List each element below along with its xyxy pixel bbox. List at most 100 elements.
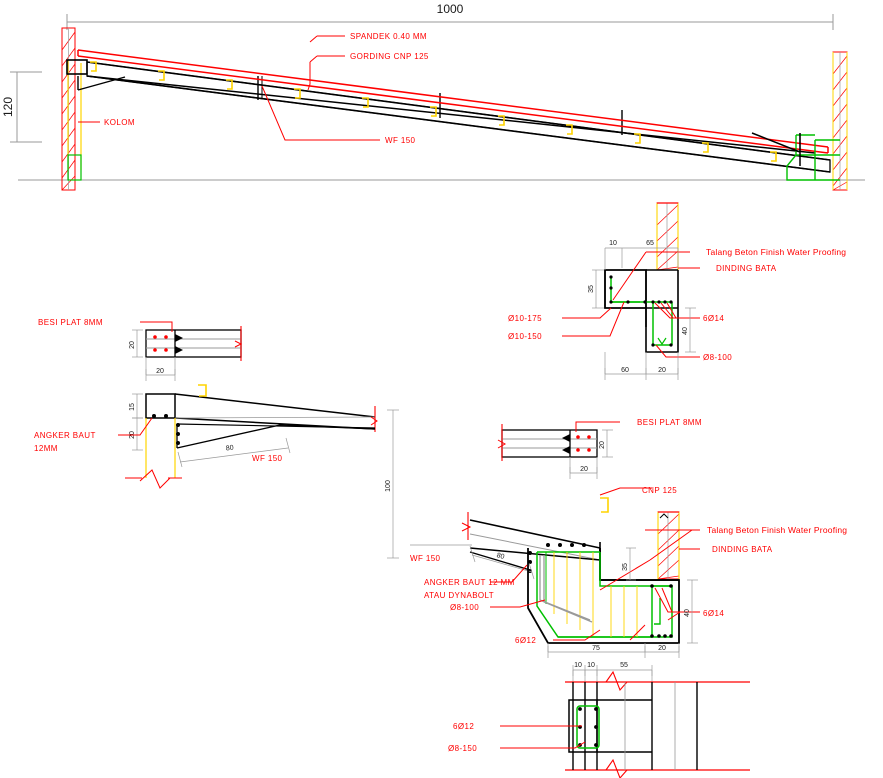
weld-mark-2 [175,346,183,354]
break-lines-section [565,670,750,778]
dim-plate-20h: 20 [145,357,176,381]
label-kolom-text: KOLOM [104,118,135,127]
dimension-span-1000: 1000 [66,2,834,30]
dim-mid-plate-w-text: 20 [580,466,588,473]
dim-bottom-35: 35 [622,547,636,581]
label-dinding-bottom: DINDING BATA [712,545,773,554]
label-rebar-6d14-bottom: 6Ø14 [703,609,724,618]
dim-10-10-55: 10 10 55 [572,662,653,684]
dim-plate-h-text: 20 [129,341,136,349]
dim-60-20: 60 20 [604,352,679,380]
dim-beam-h-text: 15 [129,403,136,411]
dim-mid-plate-20h: 20 [569,457,598,479]
stirrup-green-section [576,705,600,749]
rebar-dots-top-detail [609,275,673,347]
label-spandek: SPANDEK 0.40 MM [309,32,427,43]
dim-haunch-text: 80 [226,445,235,453]
label-dinding-top: DINDING BATA [716,264,777,273]
label-besi-plat-left: BESI PLAT 8MM [38,318,103,327]
dim-plate-w-text: 20 [156,368,164,375]
label-wf150-bottom: WF 150 [410,554,441,563]
label-gording-text: GORDING CNP 125 [350,52,429,61]
dim-total-text: 100 [385,480,392,492]
gutter-concrete-bottom [527,548,680,644]
label-talang-bottom: Talang Beton Finish Water Proofing [707,525,847,535]
detail-gutter-parapet: 10 65 35 40 60 20 T [508,202,846,380]
label-angker-bottom-1: ANGKER BAUT 12 MM [424,578,515,587]
bolt-marks-mid [576,435,591,452]
label-cnp-125: CNP 125 [642,486,677,495]
dim-sec-c-text: 55 [620,662,628,669]
label-6d12-section: 6Ø12 [453,722,474,731]
beam-elevation-left [125,384,378,489]
dim-bottom-40: 40 [684,579,698,644]
leaders-bottom-detail [490,529,700,641]
label-spandek-text: SPANDEK 0.40 MM [350,32,427,41]
leader-cnp [599,487,652,496]
rebar-green-bottom [536,551,673,638]
rebar-green-top-detail [610,276,673,346]
dim-mid-plate-h-text: 20 [599,441,606,449]
wall-column-geometry [568,682,698,770]
dim-height-value: 120 [1,97,15,117]
weld-mark-1 [175,334,183,342]
dim-60-text: 60 [621,367,629,374]
dim-35-vert: 35 [588,269,604,309]
label-wf150-main-text: WF 150 [385,136,416,145]
dim-bottom-35-text: 35 [622,563,629,571]
dim-75-text: 75 [592,645,600,652]
dim-sec-b-text: 10 [587,662,595,669]
dim-span-value: 1000 [437,2,464,16]
dim-35-text: 35 [588,285,595,293]
gutter-concrete-outline [604,269,679,353]
dim-40-text: 40 [682,327,689,335]
plate-section-left [140,321,243,361]
dim-bottom-haunch-text: 80 [496,552,505,561]
main-elevation-view: 1000 [1,2,865,191]
cnp-clip [600,497,609,513]
right-column-masonry [832,51,848,191]
bolt-marks-left [153,335,168,352]
dim-65-text: 65 [646,240,654,247]
dimension-height-120: 120 [1,71,42,143]
rebar-dots-bottom [650,584,673,638]
label-angker-bottom-2: ATAU DYNABOLT [424,591,494,600]
dim-beam-15: 15 [129,393,143,419]
right-end-bracket [751,132,801,166]
dim-75-20: 75 20 [547,643,680,658]
wf-end-box-left [66,59,88,75]
spandek-roof-sheet [77,49,829,154]
label-rebar-6d14-top: 6Ø14 [703,314,724,323]
label-rebar-6d12-bottom: 6Ø12 [515,636,536,645]
weld-mark-4 [562,446,570,454]
dim-10-text: 10 [609,240,617,247]
label-stirrup-8-100-top: Ø8-100 [703,353,732,362]
anchor-bolts-left [152,414,180,445]
label-wf150-main: WF 150 [261,85,416,145]
label-rebar-175: Ø10-175 [508,314,542,323]
dim-bottom-20-text: 20 [658,645,666,652]
label-talang-top: Talang Beton Finish Water Proofing [706,247,846,257]
label-kolom: KOLOM [78,118,135,127]
bottom-chord [77,75,816,154]
dim-plate-20v: 20 [129,329,143,358]
dim-40-vert: 40 [682,307,696,353]
leader-8-150-section [500,741,586,749]
gording-clips [90,61,777,162]
dim-mid-plate-20v: 20 [599,429,613,458]
detail-wall-column-section: 10 10 55 [448,662,750,778]
dim-20-text: 20 [658,367,666,374]
label-besi-plat-mid: BESI PLAT 8MM [637,418,702,427]
dim-bottom-40-text: 40 [684,609,691,617]
dim-sec-a-text: 10 [574,662,582,669]
dinding-bata-wall-bottom [657,511,680,580]
leaders-top-detail [562,251,700,358]
wf150-rafter [86,61,831,173]
weld-mark-3 [562,434,570,442]
detail-base-plate: BESI PLAT 8MM 20 20 [34,318,399,559]
right-gutter-profile [786,134,840,181]
label-angker-line2: 12MM [34,444,58,453]
label-rebar-150: Ø10-150 [508,332,542,341]
dim-haunch-80: 80 [177,437,291,468]
rebar-dots-section [578,707,598,747]
